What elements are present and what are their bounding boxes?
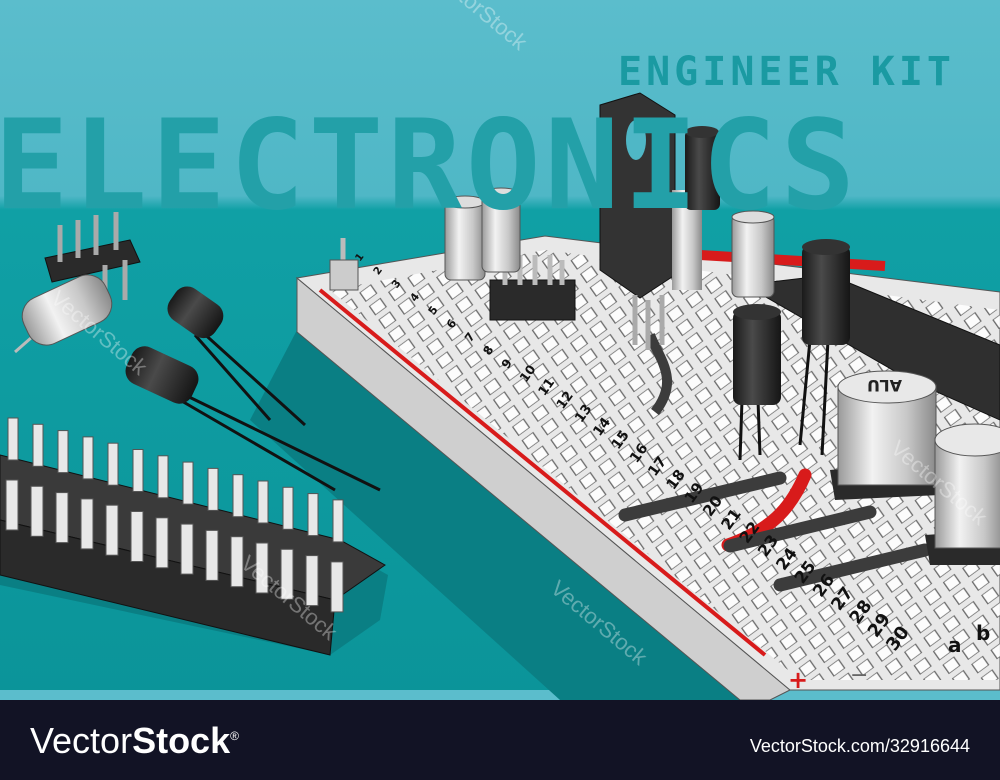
chip-pin [230, 536, 244, 588]
footer-bar: VectorStock® VectorStock.com/32916644 [0, 700, 1000, 780]
chip-pin [332, 499, 344, 543]
column-label-a: a [948, 633, 962, 657]
chip-pin [57, 430, 69, 474]
capacitor-loose-black [167, 286, 307, 427]
rail-plus-label: + [788, 666, 808, 694]
chip-pin [130, 511, 144, 562]
chip-pin [255, 542, 269, 594]
bottom-strip [0, 690, 1000, 700]
capacitor-black [798, 239, 850, 456]
capacitor-loose-silver [14, 274, 113, 354]
capacitor-alu [925, 423, 1000, 565]
chip-pin [30, 485, 44, 537]
chip-pin [155, 517, 169, 569]
chip-pin [305, 555, 319, 607]
chip-pin [7, 417, 19, 461]
chip-pin [5, 479, 19, 531]
chip-pin [207, 467, 219, 511]
rail-minus-label: − [850, 663, 868, 688]
regulator-legs [632, 295, 665, 350]
chip-pin [307, 493, 319, 537]
chip-pin [107, 442, 119, 486]
chip-pin [280, 548, 294, 600]
chip-pin [55, 492, 69, 544]
image-id: VectorStock.com/32916644 [749, 736, 970, 756]
chip-pin [157, 455, 169, 499]
jumper-wire [723, 505, 877, 553]
chip-pin [257, 480, 269, 524]
rail-red-line [318, 288, 767, 657]
capacitor-silver [481, 187, 521, 273]
breadboard-shadow [250, 330, 740, 700]
chip-pin [330, 561, 344, 613]
chip-pin [180, 523, 194, 575]
jumper-wire-red [699, 250, 886, 271]
capacitor-black [733, 304, 781, 461]
jumper-wire [618, 471, 787, 522]
regulator-hole [626, 120, 646, 160]
capacitor-black [685, 126, 720, 210]
single-pin [329, 238, 359, 291]
chip-pin [32, 423, 44, 467]
chip-pin [82, 436, 94, 480]
chip-pin [282, 486, 294, 530]
jumper-wire [773, 543, 932, 592]
chip-pin [80, 498, 94, 550]
capacitor-label: ALU [867, 376, 902, 395]
column-label-b: b [976, 621, 990, 645]
capacitor-alu: ALU [830, 370, 940, 500]
chip-pin [182, 461, 194, 505]
title-electronics: ELECTRONICS [0, 94, 860, 238]
chip-pin [105, 504, 119, 556]
capacitor-silver [731, 210, 775, 298]
dip-chip-loose [0, 417, 388, 656]
vectorstock-logo: VectorStock® [30, 720, 239, 761]
chip-pin [132, 449, 144, 492]
chip-pin [205, 529, 219, 581]
chip-pin [232, 474, 244, 518]
capacitor-loose-black [125, 346, 381, 492]
subtitle-engineer-kit: ENGINEER KIT [618, 49, 955, 95]
pin-header [489, 250, 576, 321]
jumper-wire [645, 333, 672, 416]
